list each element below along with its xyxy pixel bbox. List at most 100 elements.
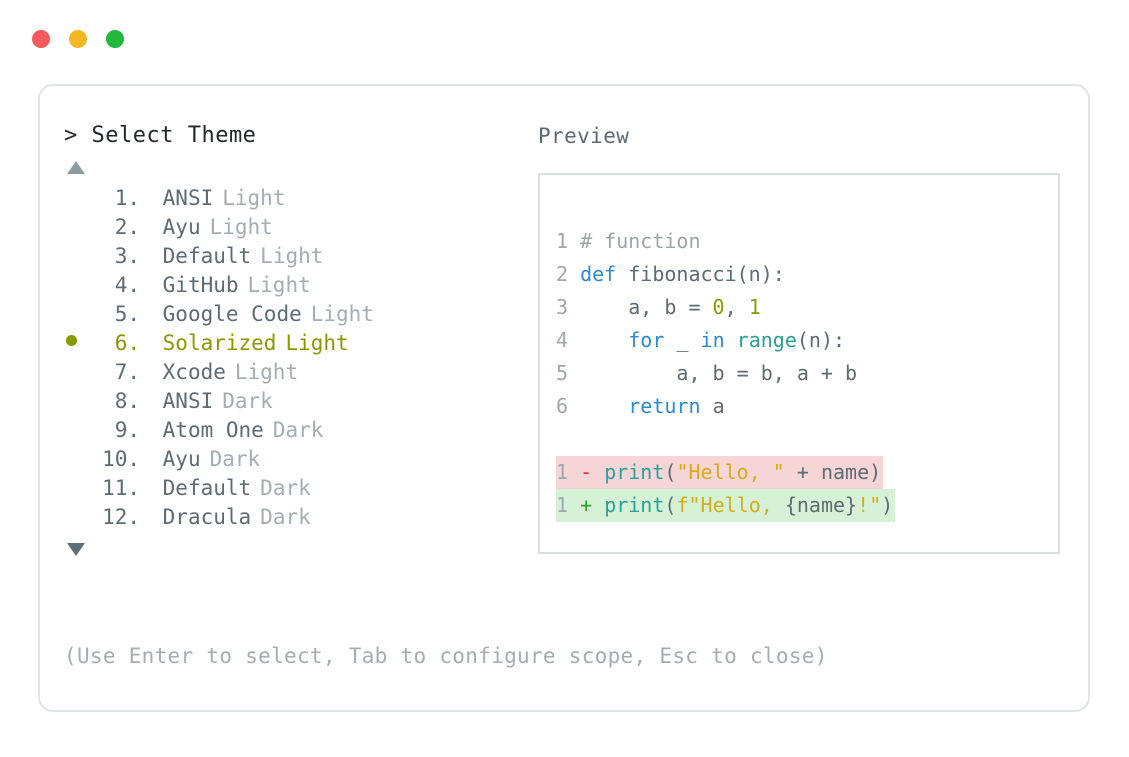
- theme-item-spacer: [140, 503, 163, 532]
- scroll-up-indicator[interactable]: [64, 156, 534, 182]
- code-token: !": [857, 493, 882, 517]
- code-diff-row: 1 - print("Hello, " + name): [556, 456, 1050, 489]
- code-token: [580, 394, 628, 418]
- code-diff-row: 1 + print(f"Hello, {name}!"): [556, 489, 1050, 522]
- code-token: + name): [784, 460, 882, 484]
- diff-added-line: 1 + print(f"Hello, {name}!"): [556, 489, 896, 522]
- code-token: {name}: [784, 493, 858, 517]
- triangle-down-icon: [67, 543, 85, 556]
- line-number: 5: [556, 361, 581, 385]
- theme-item-index: 12.: [102, 505, 140, 529]
- code-token: 1: [748, 295, 761, 319]
- code-token: a, b =: [580, 295, 713, 319]
- code-token: print: [604, 493, 665, 517]
- selected-dot-icon: [66, 335, 77, 346]
- preview-label: Preview: [538, 124, 630, 148]
- theme-item-variant: Dark: [209, 447, 261, 471]
- theme-item-index: 10.: [102, 447, 140, 471]
- code-token: return: [628, 394, 713, 418]
- code-token: range: [736, 328, 797, 352]
- code-token: print: [604, 460, 665, 484]
- close-button[interactable]: [32, 30, 50, 48]
- code-token: (: [664, 460, 677, 484]
- theme-item-spacer: [140, 358, 163, 387]
- code-token: in: [700, 328, 737, 352]
- theme-item-variant: Dark: [272, 418, 324, 442]
- theme-item-name: GitHub: [162, 273, 239, 297]
- scroll-down-indicator[interactable]: [64, 538, 534, 564]
- theme-item-spacer: [140, 445, 163, 474]
- theme-list-item[interactable]: 1. ANSI Light: [64, 184, 534, 213]
- minimize-button[interactable]: [69, 30, 87, 48]
- theme-item-spacer: [140, 184, 163, 213]
- diff-marker: -: [580, 460, 605, 484]
- theme-item-variant: Light: [285, 331, 349, 355]
- theme-item-name: ANSI: [162, 186, 214, 210]
- theme-item-name: Atom One: [162, 418, 264, 442]
- line-number: 4: [556, 328, 581, 352]
- theme-item-variant: Light: [209, 215, 273, 239]
- theme-item-index: 1.: [114, 186, 140, 210]
- maximize-button[interactable]: [106, 30, 124, 48]
- theme-item-name: Dracula: [162, 505, 252, 529]
- theme-item-variant: Light: [310, 302, 374, 326]
- theme-item-variant: Light: [234, 360, 299, 384]
- theme-item-name: ANSI: [162, 389, 214, 413]
- window-traffic-lights: [32, 30, 124, 48]
- theme-item-variant: Dark: [260, 505, 311, 529]
- theme-item-name: Ayu: [162, 447, 201, 471]
- theme-item-variant: Dark: [260, 476, 311, 500]
- theme-item-variant: Light: [222, 186, 286, 210]
- code-token: [580, 328, 628, 352]
- code-line: 4 for _ in range(n):: [556, 324, 1050, 357]
- theme-item-spacer: [140, 213, 163, 242]
- code-line: 1 # function: [556, 225, 1050, 258]
- code-token: # function: [580, 229, 701, 253]
- theme-item-spacer: [140, 387, 163, 416]
- code-line: 6 return a: [556, 390, 1050, 423]
- theme-item-variant: Dark: [222, 389, 273, 413]
- line-number: 1: [556, 229, 581, 253]
- code-token: a, b = b, a + b: [580, 361, 858, 385]
- theme-list-item[interactable]: 10. Ayu Dark: [64, 445, 534, 474]
- theme-item-spacer: [140, 329, 163, 358]
- code-line: 2 def fibonacci(n):: [556, 258, 1050, 291]
- theme-list-item[interactable]: 12. Dracula Dark: [64, 503, 534, 532]
- theme-item-index: 4.: [114, 273, 140, 297]
- code-line: 3 a, b = 0, 1: [556, 291, 1050, 324]
- code-line: 5 a, b = b, a + b: [556, 357, 1050, 390]
- code-diff-sample: 1 - print("Hello, " + name)1 + print(f"H…: [556, 456, 1050, 522]
- triangle-up-icon: [67, 161, 85, 174]
- theme-item-index: 8.: [114, 389, 140, 413]
- line-number: 1: [556, 460, 581, 484]
- line-number: 2: [556, 262, 581, 286]
- code-token: f"Hello,: [676, 493, 785, 517]
- theme-item-spacer: [140, 300, 163, 329]
- code-token: fibonacci(n):: [628, 262, 785, 286]
- line-number: 3: [556, 295, 581, 319]
- code-token: ,: [724, 295, 749, 319]
- selection-bullet-slot: [64, 329, 92, 358]
- diff-removed-line: 1 - print("Hello, " + name): [556, 456, 884, 489]
- theme-item-index: 3.: [114, 244, 140, 268]
- theme-item-index: 6.: [114, 331, 140, 355]
- theme-item-index: 2.: [114, 215, 140, 239]
- theme-item-spacer: [140, 474, 163, 503]
- page-title: > Select Theme: [64, 123, 257, 148]
- code-token: ): [881, 493, 894, 517]
- line-number: 6: [556, 394, 581, 418]
- code-token: (: [664, 493, 677, 517]
- theme-list-item[interactable]: 8. ANSI Dark: [64, 387, 534, 416]
